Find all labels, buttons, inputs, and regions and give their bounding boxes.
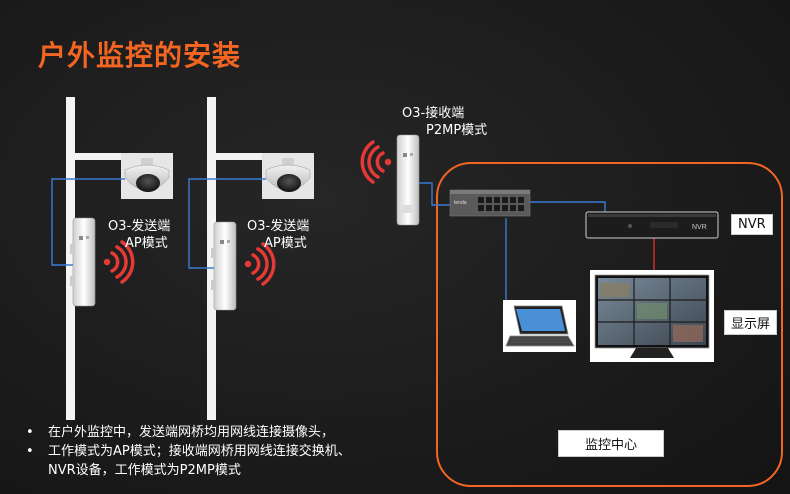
monitoring-center-label: 监控中心 [558, 430, 665, 457]
pole-arm-right [216, 153, 266, 160]
bullet-item: • 在户外监控中，发送端网桥均用网线连接摄像头， [26, 425, 335, 440]
sender-left-label-line1: O3-发送端 [108, 219, 171, 234]
switch-brand: tenda [454, 200, 467, 206]
network-switch: tenda [449, 189, 531, 217]
pole-group-right [188, 97, 314, 420]
receiver-label-line2: P2MP模式 [426, 123, 488, 138]
nvr-device: NVR [585, 211, 719, 239]
wifi-icon [103, 240, 135, 284]
cable-right [188, 178, 266, 269]
pole-arm-left [75, 153, 125, 160]
sender-left-label: O3-发送端 AP模式 [108, 218, 170, 252]
bullet-item-continuation: NVR设备，工作模式为P2MP模式 [26, 461, 351, 480]
bullet-item: • 工作模式为AP模式；接收端网桥用网线连接交换机、 [26, 444, 351, 459]
pole-right [207, 97, 216, 420]
pole-left [66, 97, 75, 420]
display-monitor [590, 270, 714, 362]
dome-camera-right [262, 153, 314, 199]
bullet-text: NVR设备，工作模式为P2MP模式 [48, 463, 241, 478]
bridge-receiver [396, 134, 420, 226]
wifi-icon [360, 140, 392, 184]
cable-receiver-switch [419, 182, 450, 206]
nvr-label: NVR [731, 214, 773, 235]
cable-left [51, 178, 125, 266]
receiver-label: O3-接收端 P2MP模式 [402, 105, 487, 139]
sender-right-label-line1: O3-发送端 [247, 219, 310, 234]
sender-left-label-line2: AP模式 [125, 236, 168, 251]
bullet-text: 在户外监控中，发送端网桥均用网线连接摄像头， [48, 425, 335, 440]
wifi-icon [244, 242, 276, 286]
sender-right-label-line2: AP模式 [264, 236, 307, 251]
receiver-label-line1: O3-接收端 [402, 106, 465, 121]
cable-switch-nvr [530, 201, 606, 212]
display-label: 显示屏 [724, 310, 778, 335]
bridge-sender-left [70, 217, 96, 307]
bridge-sender-right [211, 221, 237, 311]
dome-camera-left [121, 153, 173, 199]
monitoring-center-frame [436, 162, 783, 487]
page-title: 户外监控的安装 [38, 39, 242, 72]
laptop [503, 300, 576, 352]
bullet-text: 工作模式为AP模式；接收端网桥用网线连接交换机、 [48, 444, 351, 459]
sender-right-label: O3-发送端 AP模式 [247, 218, 309, 252]
bullet-list: • 在户外监控中，发送端网桥均用网线连接摄像头， • 工作模式为AP模式；接收端… [26, 423, 351, 480]
nvr-brand: NVR [692, 224, 707, 231]
pole-group-left [51, 97, 173, 420]
